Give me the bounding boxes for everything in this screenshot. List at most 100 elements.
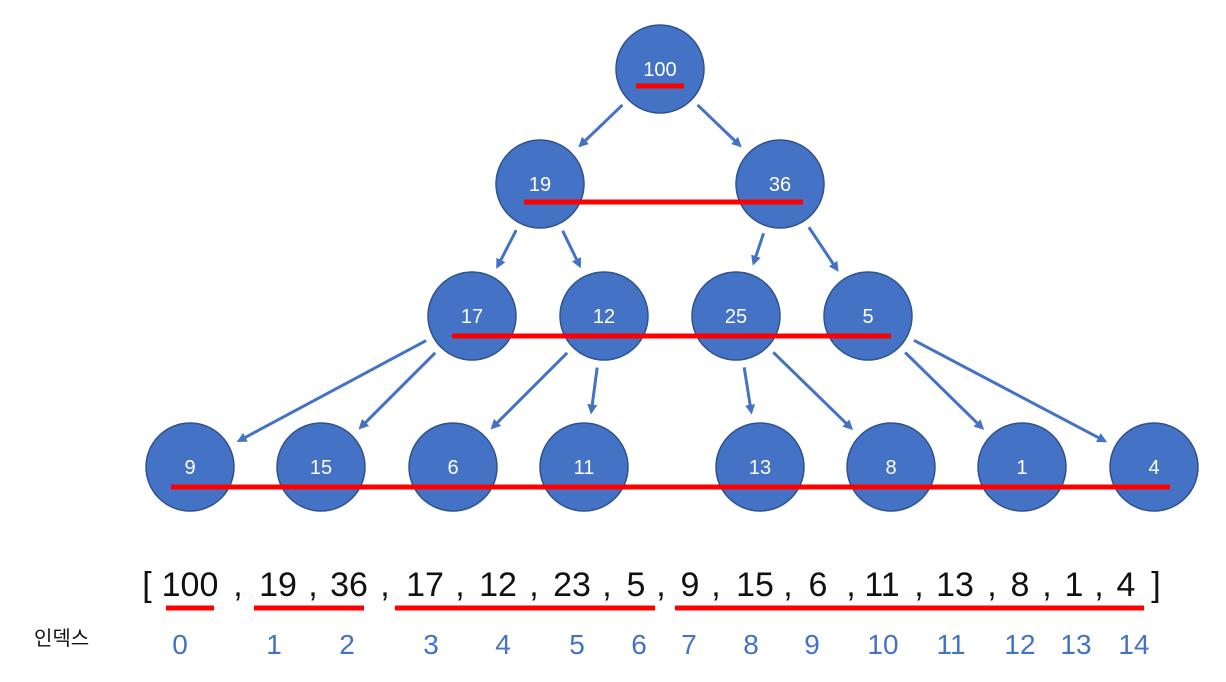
index-value: 1 <box>266 629 282 660</box>
array-value: 5 <box>627 566 646 604</box>
index-value: 12 <box>1004 629 1035 660</box>
index-value: 4 <box>495 629 511 660</box>
node-value: 6 <box>447 457 458 479</box>
array-value: 11 <box>864 566 899 604</box>
array-separator: , <box>602 566 611 604</box>
array-separator: , <box>711 566 720 604</box>
tree-edges <box>236 103 1108 443</box>
node-value: 15 <box>310 457 332 479</box>
array-value: 4 <box>1117 566 1136 604</box>
array-value: 15 <box>736 566 774 604</box>
array-separator: , <box>529 566 538 604</box>
tree-node: 12 <box>559 271 649 361</box>
array-value: 23 <box>553 566 591 604</box>
array-separator: , <box>656 566 665 604</box>
array-value: 8 <box>1011 566 1030 604</box>
edge-arrow <box>751 232 765 266</box>
index-value: 3 <box>423 629 439 660</box>
node-value: 17 <box>461 306 483 328</box>
tree-node: 15 <box>276 422 366 512</box>
array-separator: , <box>846 566 855 604</box>
array-separator: , <box>783 566 792 604</box>
array-value: 36 <box>330 566 368 604</box>
edge-arrow <box>236 339 427 442</box>
index-value: 8 <box>743 629 759 660</box>
tree-node: 19 <box>495 139 585 229</box>
tree-node: 13 <box>715 422 805 512</box>
node-value: 13 <box>749 457 771 479</box>
node-circle <box>735 139 825 229</box>
array-value: 1 <box>1065 566 1084 604</box>
array-value: 6 <box>809 566 828 604</box>
open-bracket: [ <box>142 566 152 604</box>
tree-node: 25 <box>691 271 781 361</box>
tree-node: 100 <box>615 24 705 114</box>
index-row-label: 인덱스 <box>34 626 89 650</box>
array-value: 100 <box>162 566 219 604</box>
edge-arrow <box>913 338 1108 443</box>
tree-node: 1 <box>977 422 1067 512</box>
edge-arrow <box>358 351 437 430</box>
tree-node: 11 <box>539 422 629 512</box>
index-value: 10 <box>867 629 898 660</box>
array-separator: , <box>1042 566 1051 604</box>
index-value: 14 <box>1118 629 1149 660</box>
tree-node: 8 <box>846 422 936 512</box>
node-value: 1 <box>1016 457 1027 479</box>
close-bracket: ] <box>1151 566 1160 604</box>
edge-arrow <box>904 351 985 430</box>
node-value: 4 <box>1148 457 1159 479</box>
node-value: 8 <box>885 457 896 479</box>
edge-arrow <box>807 226 839 272</box>
array-separator: , <box>380 566 389 604</box>
array-value: 9 <box>681 566 700 604</box>
node-circle <box>615 24 705 114</box>
tree-node: 4 <box>1109 422 1199 512</box>
array-separator: , <box>914 566 923 604</box>
array-separator: , <box>233 566 242 604</box>
array-value: 17 <box>406 566 444 604</box>
array-separator: , <box>1094 566 1103 604</box>
level-underlines <box>171 83 1170 490</box>
edge-arrow <box>772 351 854 431</box>
edge-arrow <box>561 230 582 269</box>
node-value: 5 <box>862 306 873 328</box>
node-value: 36 <box>769 174 791 196</box>
edge-arrow <box>696 103 742 148</box>
tree-nodes: 100 19 36 17 12 25 5 9 15 6 11 13 8 1 4 <box>145 24 1199 512</box>
tree-node: 9 <box>145 422 235 512</box>
array-separator: , <box>455 566 464 604</box>
node-value: 100 <box>643 59 676 81</box>
index-value: 2 <box>339 629 355 660</box>
tree-node: 5 <box>823 271 913 361</box>
edge-arrow <box>496 229 518 269</box>
edge-arrow <box>490 351 569 430</box>
array-separator: , <box>308 566 317 604</box>
index-value: 7 <box>681 629 697 660</box>
index-value: 5 <box>569 629 585 660</box>
tree-node: 36 <box>735 139 825 229</box>
edge-arrow <box>578 103 624 148</box>
index-value: 11 <box>936 629 965 660</box>
array-value: 12 <box>479 566 517 604</box>
node-circle <box>495 139 585 229</box>
node-value: 19 <box>529 174 551 196</box>
node-value: 12 <box>593 306 615 328</box>
edge-arrow <box>742 367 756 415</box>
edge-arrow <box>587 367 599 415</box>
index-value: 0 <box>172 629 188 660</box>
node-value: 11 <box>574 457 595 479</box>
array-separator: , <box>987 566 996 604</box>
array-value: 19 <box>259 566 297 604</box>
index-value: 9 <box>804 629 820 660</box>
tree-node: 6 <box>408 422 498 512</box>
index-value: 6 <box>631 629 647 660</box>
array-value: 13 <box>936 566 974 604</box>
index-value: 13 <box>1060 629 1091 660</box>
node-value: 9 <box>184 457 195 479</box>
node-value: 25 <box>725 306 747 328</box>
tree-node: 17 <box>427 271 517 361</box>
